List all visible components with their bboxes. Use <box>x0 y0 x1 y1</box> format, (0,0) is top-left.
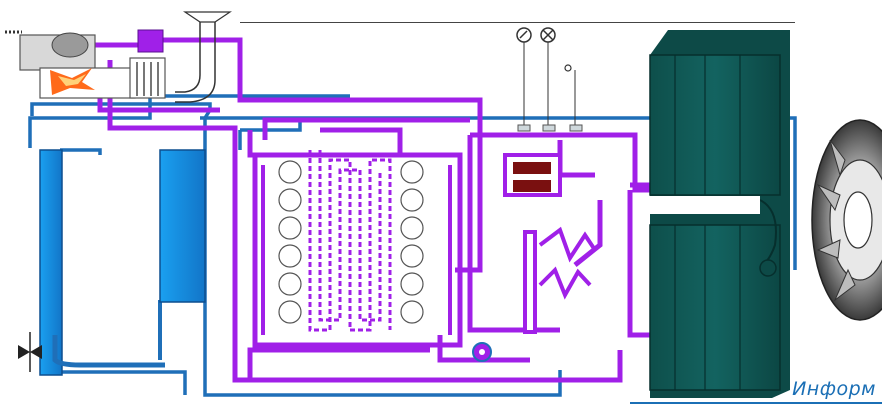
engine-block <box>252 150 463 348</box>
heater-icon <box>50 68 95 95</box>
hot-circuit-pipes <box>95 37 650 383</box>
cylinder-bank-right <box>400 160 424 324</box>
fan-icon <box>811 119 882 321</box>
top-divider <box>240 22 795 23</box>
cylinder <box>278 160 302 184</box>
thermometer-icon <box>540 27 556 43</box>
cylinder <box>278 272 302 296</box>
cylinder <box>400 216 424 240</box>
caption-underline <box>630 402 882 404</box>
cylinder <box>400 188 424 212</box>
gauge-icon <box>516 27 532 43</box>
cylinder <box>278 216 302 240</box>
cylinder <box>400 300 424 324</box>
water-pump <box>472 342 492 362</box>
cylinder <box>278 188 302 212</box>
cylinder <box>400 244 424 268</box>
heat-exchanger <box>159 149 206 303</box>
oil-cooler <box>523 226 597 334</box>
cylinder <box>278 244 302 268</box>
instrument-cluster <box>516 27 583 132</box>
cylinder <box>400 272 424 296</box>
funnel-icon <box>175 11 232 103</box>
caption-text: Информ <box>792 378 876 400</box>
expansion-tank-left <box>39 149 165 376</box>
cylinder-bank-left <box>278 160 302 324</box>
main-radiator <box>640 30 790 398</box>
pre-heater <box>5 29 166 99</box>
cylinder <box>278 300 302 324</box>
thermostat-block <box>503 153 562 197</box>
cylinder <box>400 160 424 184</box>
drain-valve <box>18 332 42 372</box>
